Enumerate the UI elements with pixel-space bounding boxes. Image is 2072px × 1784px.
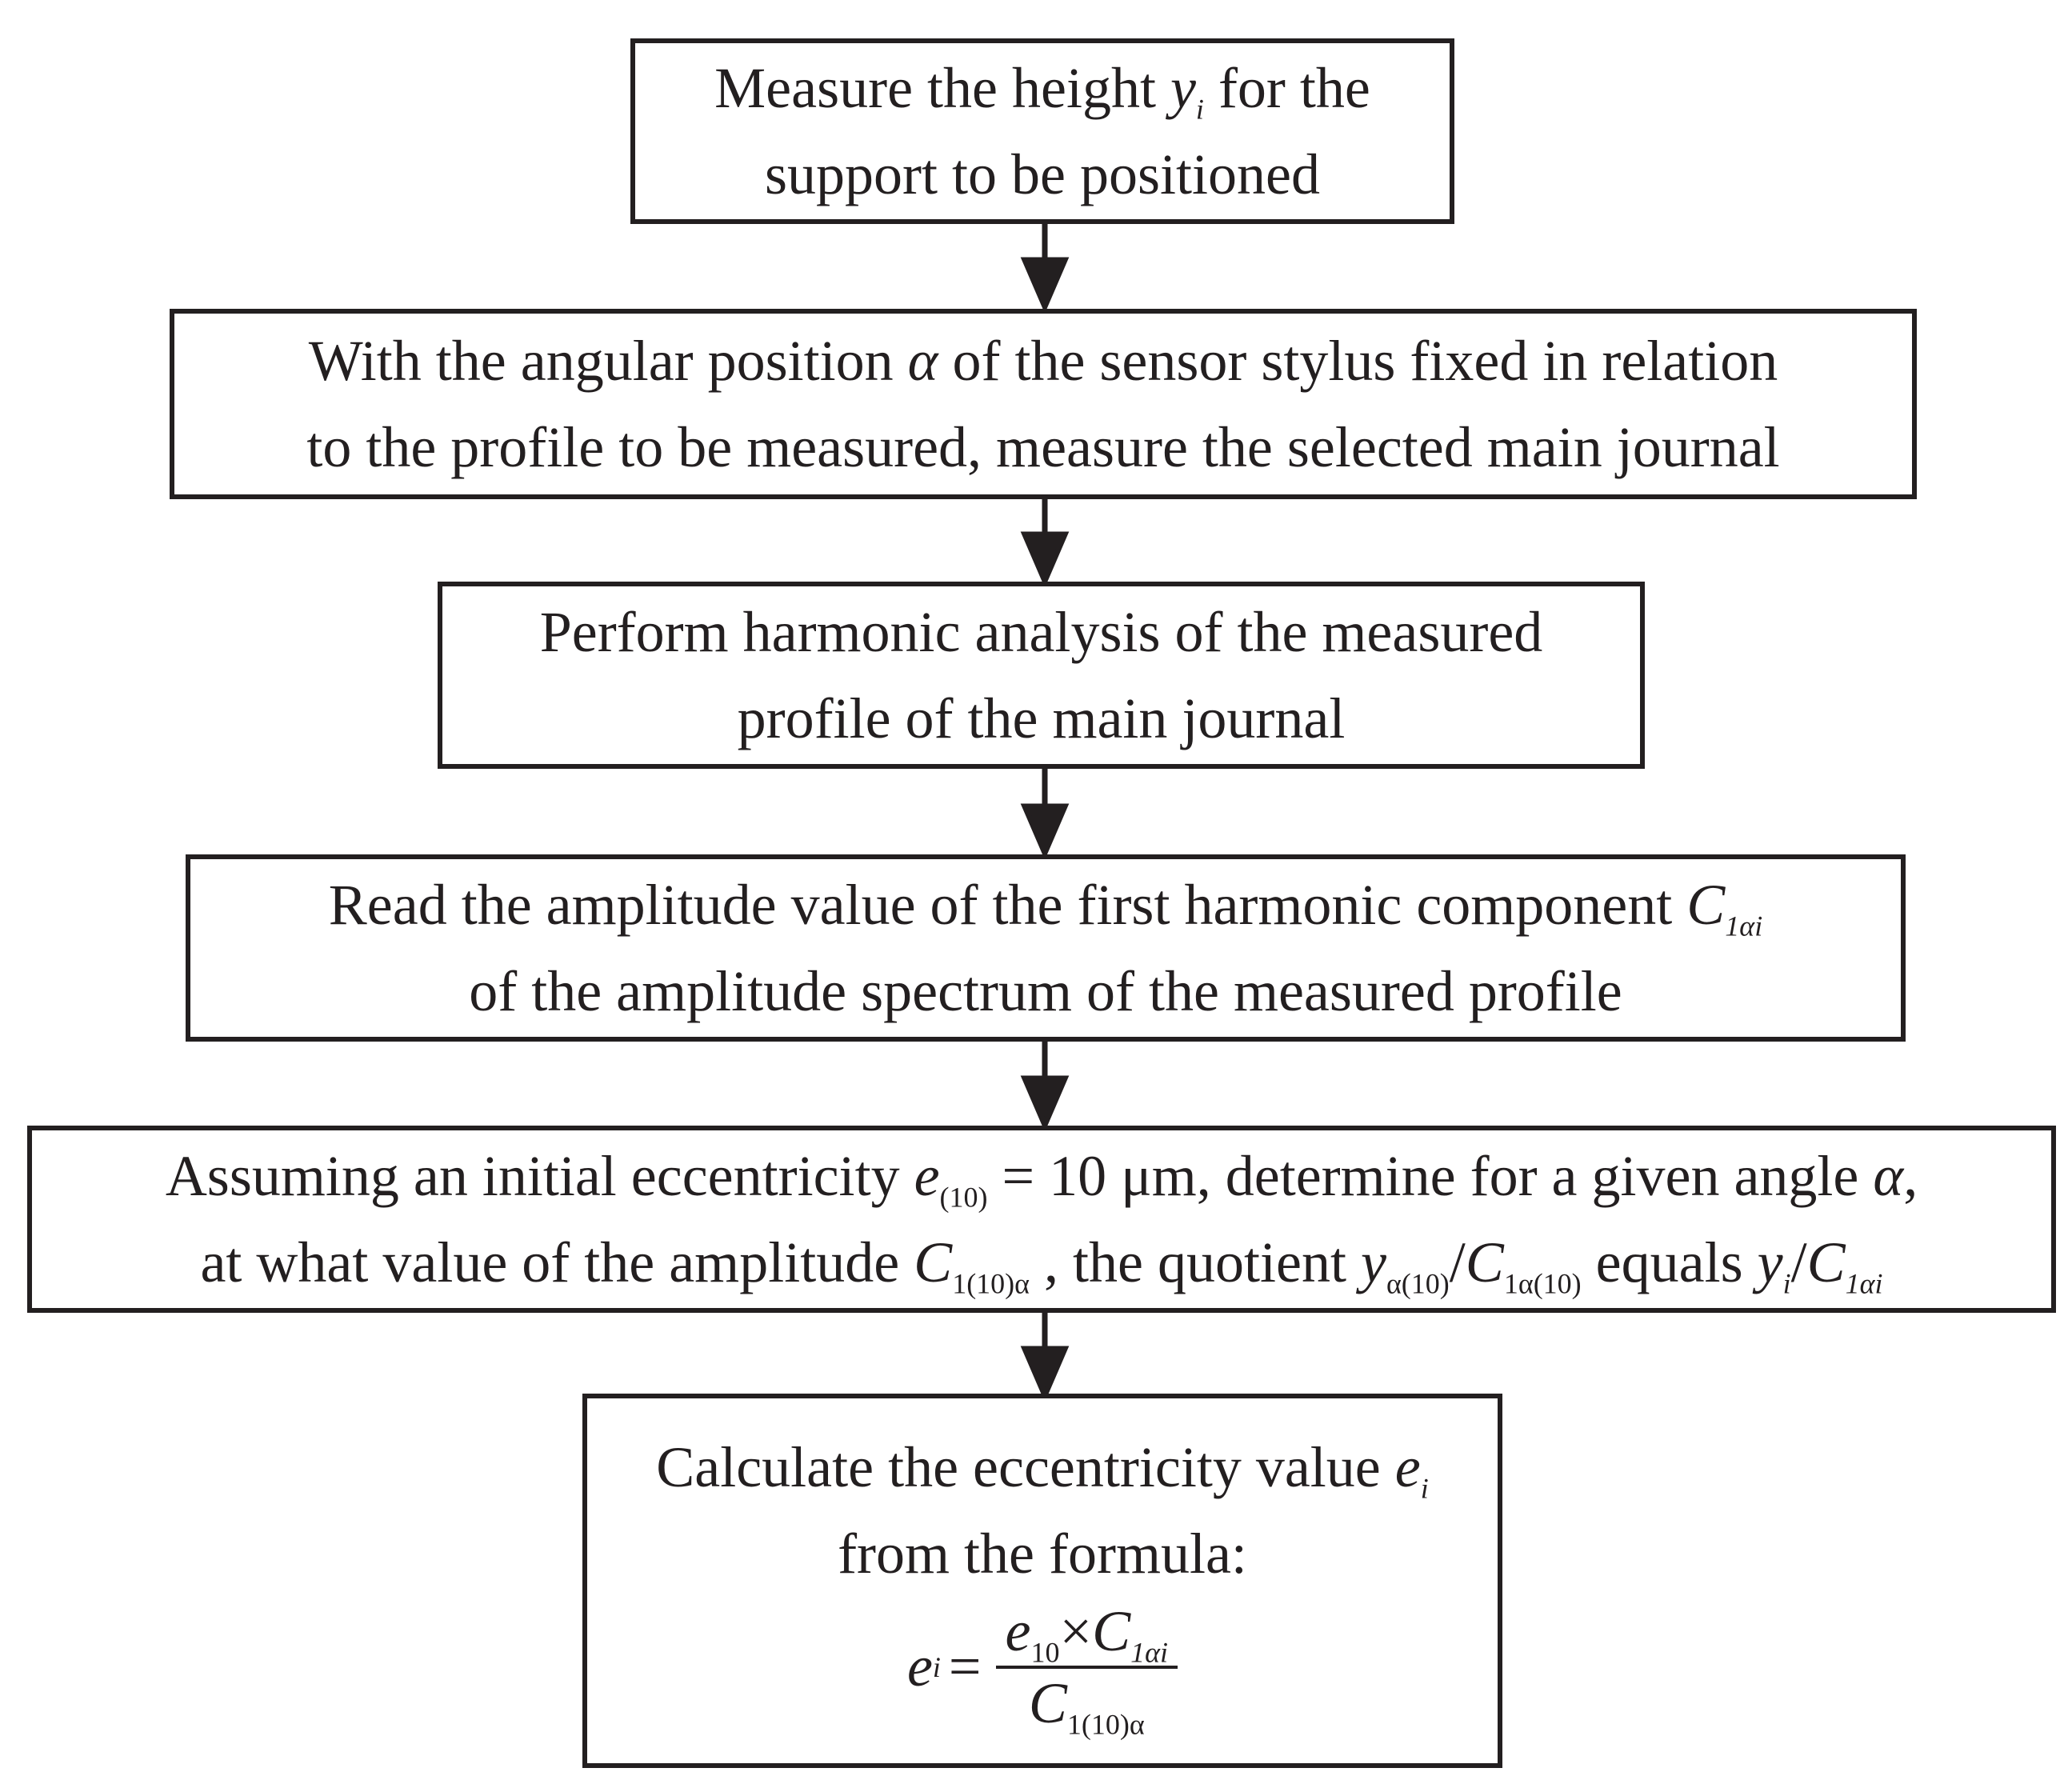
step-4-line-1: Read the amplitude value of the first ha… (328, 873, 1763, 942)
step-5-line-1: Assuming an initial eccentricity e(10) =… (165, 1144, 1918, 1214)
fraction-bar (995, 1666, 1178, 1669)
step-1-line-2: support to be positioned (765, 142, 1320, 206)
step-6-line-2: from the formula: (838, 1521, 1247, 1586)
step-3-box: Perform harmonic analysis of the measure… (438, 582, 1645, 769)
formula-equals: = (948, 1634, 982, 1699)
step-4-line-2: of the amplitude spectrum of the measure… (469, 959, 1622, 1023)
step-1-box: Measure the height yi for the support to… (630, 38, 1454, 224)
step-5-box: Assuming an initial eccentricity e(10) =… (27, 1126, 2056, 1313)
arrowhead-4-5 (1020, 1075, 1070, 1132)
arrowhead-1-2 (1020, 257, 1070, 314)
step-4-box: Read the amplitude value of the first ha… (186, 854, 1906, 1042)
step-1-line-1: Measure the height yi for the (714, 56, 1370, 126)
step-5-line-2: at what value of the amplitude C1(10)α ,… (200, 1230, 1883, 1300)
step-2-line-1: With the angular position α of the senso… (308, 329, 1778, 393)
formula-fraction: e10×C1αi C1(10)α (995, 1597, 1178, 1741)
step-6-line-1: Calculate the eccentricity value ei (656, 1434, 1429, 1504)
formula-denominator: C1(10)α (1028, 1671, 1145, 1741)
step-3-line-2: profile of the main journal (737, 686, 1346, 750)
step-2-line-2: to the profile to be measured, measure t… (306, 415, 1780, 479)
step-3-line-1: Perform harmonic analysis of the measure… (539, 600, 1543, 664)
formula-numerator: e10×C1αi (1005, 1598, 1169, 1668)
arrowhead-5-6 (1020, 1346, 1070, 1402)
step-2-box: With the angular position α of the senso… (170, 309, 1917, 499)
formula-lhs: e (906, 1634, 933, 1699)
arrowhead-3-4 (1020, 803, 1070, 860)
step-6-box: Calculate the eccentricity value ei from… (582, 1394, 1502, 1768)
arrowhead-2-3 (1020, 531, 1070, 588)
